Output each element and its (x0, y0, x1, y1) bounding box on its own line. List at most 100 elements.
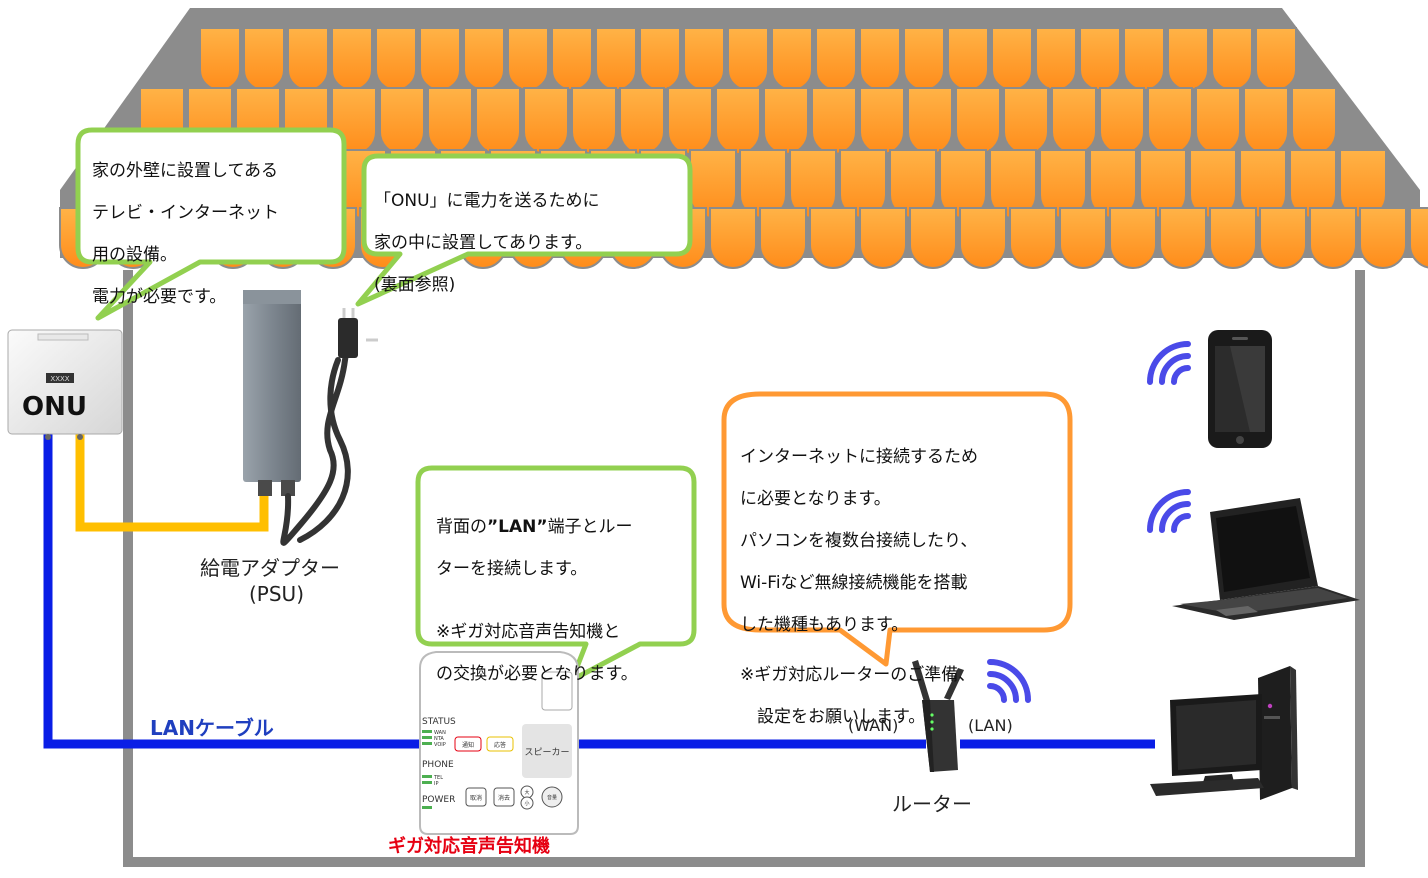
roof-tile (859, 27, 901, 91)
roof-tile (715, 87, 761, 155)
wifi-signal-icon (987, 659, 1031, 703)
roof-tile (1255, 27, 1297, 91)
callout-router-line: Wi-Fiなど無線接続機能を搭載 (740, 573, 968, 593)
roof-tile (1309, 207, 1357, 269)
lan-cable-label: LANケーブル (150, 716, 274, 740)
roof-tile (959, 207, 1007, 269)
roof-tile (419, 27, 461, 91)
roof-tile (1291, 87, 1337, 155)
power-cable (75, 432, 269, 532)
psu-abbr-label: (PSU) (249, 582, 304, 606)
wan-port-label: (WAN) (848, 716, 899, 735)
lan-port-label: (LAN) (968, 716, 1013, 735)
house-wall (123, 270, 1365, 867)
callout-notifier-suffix: 端子とルー (547, 517, 633, 537)
callout-notifier-line1: 背面の”LAN”端子とルー (436, 517, 638, 538)
panel-big-button: 大 (524, 789, 529, 796)
roof-tile (811, 87, 857, 155)
roof-tile (507, 27, 549, 91)
callout-notifier-prefix: 背面の (436, 517, 487, 537)
callout-router-line: パソコンを複数台接続したり、 (740, 531, 978, 551)
roof-tile (571, 87, 617, 155)
callout-router-bubble (721, 391, 1073, 667)
roof-tile (243, 27, 285, 91)
callout-router-note: ※ギガ対応ルーターのご準備、 (740, 665, 976, 685)
callout-psu-bubble (355, 153, 693, 307)
roof-tile (523, 87, 569, 155)
roof-tile (379, 87, 425, 155)
callout-router-line: に必要となります。 (740, 489, 891, 509)
wifi-arc (1171, 365, 1191, 385)
roof-tile (771, 27, 813, 91)
roof-tile (1109, 207, 1157, 269)
callout-psu-line: (裏面参照) (374, 275, 456, 295)
callout-notifier-note: の交換が必要となります。 (436, 664, 638, 684)
roof-tile (1359, 207, 1407, 269)
roof-tile (1147, 87, 1193, 155)
wifi-signal-icon (1147, 489, 1191, 533)
callout-onu-line: 家の外壁に設置してある (92, 161, 278, 181)
roof-tile (551, 27, 593, 91)
roof-tile (909, 207, 957, 269)
panel-small-button: 小 (524, 800, 529, 807)
onu-label: ONU (22, 392, 87, 422)
roof-tile (463, 27, 505, 91)
callout-onu-text: 家の外壁に設置してある テレビ・インターネット 用の設備。 電力が必要です。 (92, 140, 279, 329)
callout-psu-line: 「ONU」に電力を送るために (374, 191, 600, 211)
panel-reply-button: 応答 (494, 741, 506, 749)
roof-tile (859, 207, 907, 269)
smartphone-icon (1208, 330, 1272, 448)
panel-notice-button: 通知 (462, 741, 474, 749)
callout-psu-line: 家の中に設置してあります。 (374, 233, 593, 253)
panel-wan-label: WAN (434, 730, 446, 736)
wifi-arc (987, 659, 1031, 703)
roof-tile (1009, 207, 1057, 269)
callout-router-text: インターネットに接続するため に必要となります。 パソコンを複数台接続したり、 … (740, 426, 978, 749)
roof-tile (809, 207, 857, 269)
callout-onu-line: テレビ・インターネット (92, 203, 279, 223)
wifi-arc (987, 683, 1007, 703)
roof-tile (1051, 87, 1097, 155)
lan-cable-onu-notifier (43, 432, 420, 749)
roof-tile (907, 87, 953, 155)
roof-tile (1243, 87, 1289, 155)
roof-tile (1259, 207, 1307, 269)
notifier-label: ギガ対応音声告知機 (388, 836, 550, 857)
callout-notifier-note: ※ギガ対応音声告知機と (436, 622, 621, 642)
laptop-icon (1172, 498, 1360, 620)
callout-onu-line: 用の設備。 (92, 245, 177, 265)
callout-notifier-bubble (415, 465, 697, 683)
roof-tile (1209, 207, 1257, 269)
roof-tile (955, 87, 1001, 155)
psu-label: 給電アダプター (200, 556, 340, 580)
wifi-arc (1147, 489, 1191, 533)
roof-tile (639, 27, 681, 91)
panel-power-label: POWER (422, 795, 455, 805)
roof-tile (1211, 27, 1253, 91)
roof-tile (1409, 207, 1428, 269)
roof-tile (1167, 27, 1209, 91)
roof-tile (1003, 87, 1049, 155)
roof-tile (815, 27, 857, 91)
panel-status-label: STATUS (422, 717, 456, 727)
wifi-arc (1159, 501, 1191, 533)
roof-tile (1159, 207, 1207, 269)
roof-tile (595, 27, 637, 91)
wifi-arc (987, 671, 1019, 703)
router-icon (912, 660, 964, 772)
callout-router-line: インターネットに接続するため (740, 447, 978, 467)
router-label: ルーター (892, 792, 972, 816)
callout-notifier-lan-term: ”LAN” (487, 517, 548, 537)
panel-tel-label: TEL (433, 775, 443, 781)
roof-tile (759, 207, 807, 269)
roof-tile (683, 27, 725, 91)
roof-tile (727, 27, 769, 91)
desktop-pc-icon (1150, 666, 1298, 800)
roof-tile (859, 87, 905, 155)
panel-volume-button: 音量 (547, 794, 557, 801)
panel-nta-label: NTA (434, 736, 444, 742)
roof-tile (1059, 207, 1107, 269)
roof-tile (763, 87, 809, 155)
